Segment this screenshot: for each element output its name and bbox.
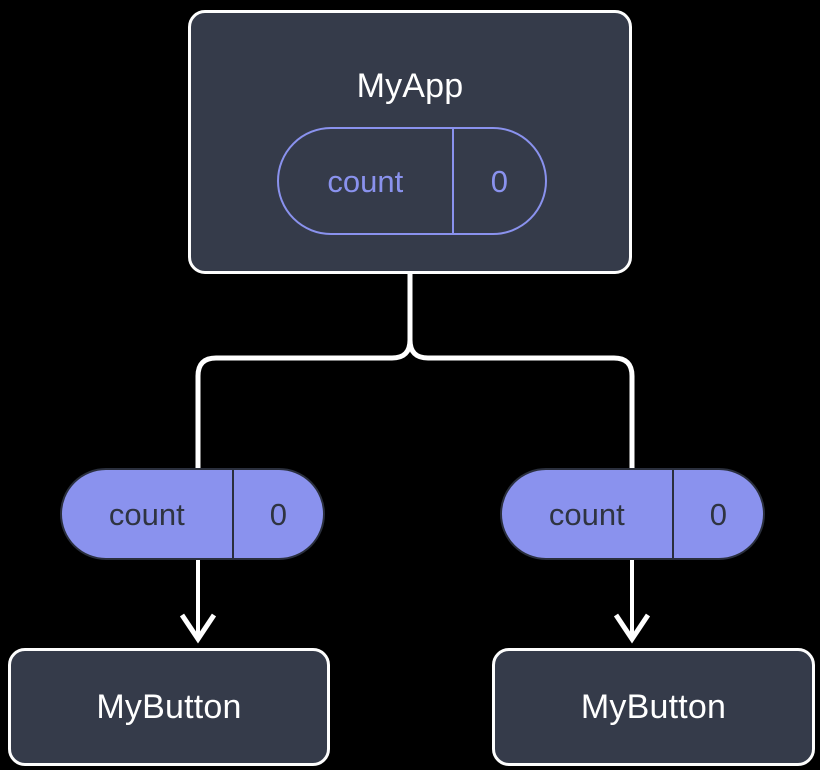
component-title-mybutton-left: MyButton — [96, 688, 242, 726]
state-pill-key: count — [327, 163, 404, 199]
state-pill-count[interactable]: count 0 — [277, 127, 547, 235]
state-pill-value: 0 — [451, 129, 545, 233]
component-title-myapp: MyApp — [356, 67, 464, 105]
component-title-mybutton-right: MyButton — [580, 688, 727, 726]
prop-pill-right-key: count — [548, 496, 625, 532]
prop-pill-left-key: count — [108, 496, 185, 532]
prop-pill-right[interactable]: count 0 — [500, 468, 765, 560]
arrow-head-right-icon — [613, 613, 651, 644]
arrow-head-left-icon — [179, 613, 217, 644]
component-box-mybutton-right[interactable]: MyButton — [492, 648, 815, 766]
edge-fork-left — [195, 337, 413, 471]
component-box-mybutton-left[interactable]: MyButton — [8, 648, 330, 766]
prop-pill-right-value: 0 — [671, 470, 763, 558]
prop-pill-left[interactable]: count 0 — [60, 468, 325, 560]
edge-fork-right — [407, 337, 635, 471]
prop-pill-left-value: 0 — [231, 470, 323, 558]
